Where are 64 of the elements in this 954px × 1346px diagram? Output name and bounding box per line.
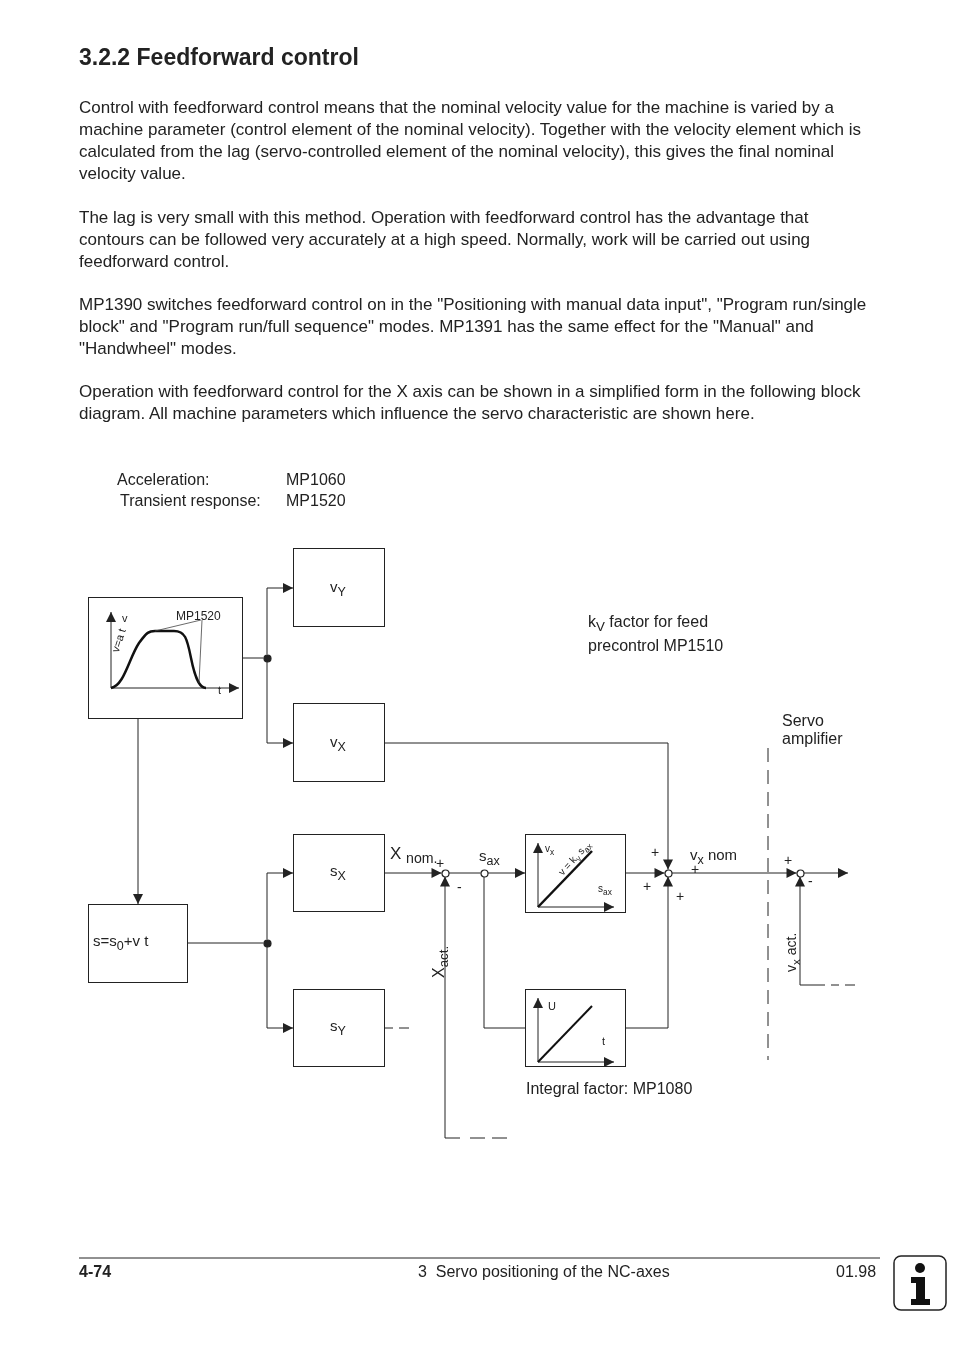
page-number: 4-74 — [79, 1263, 112, 1281]
paragraph: MP1390 switches feedforward control on in the "Positioning with manual data input", "Program run/single block" and "Program run/full sequence" modes. MP1391 has the same effect for the "Manual" and "Handwheel" modes. — [79, 294, 868, 361]
arrow — [671, 868, 797, 878]
paragraph: Operation with feedforward control for the X axis can be shown in a simplified form in the following block diagram. All machine parameters which influence the servo characteristic are shown here. — [79, 381, 862, 426]
sign-label: + — [784, 853, 793, 869]
graph-label: U — [548, 1000, 556, 1013]
parameter-value: MP1520 — [286, 492, 346, 510]
arrow — [487, 868, 526, 878]
sign-label: + — [651, 845, 660, 861]
parameter-note: Integral factor: MP1080 — [526, 1080, 693, 1098]
arrow — [440, 876, 508, 1139]
arrow — [384, 742, 673, 870]
graph-label: s$_{ax}$ — [598, 883, 612, 898]
section-heading: 3.2.2 Feedforward control — [79, 45, 359, 71]
integral-box — [525, 989, 626, 1067]
sign-label: - — [457, 880, 462, 896]
arrow — [133, 718, 143, 905]
connector-line — [483, 876, 526, 1029]
arrow — [625, 868, 665, 878]
graph-label: t — [218, 684, 222, 697]
connector-line — [384, 1027, 411, 1029]
sign-label: - — [808, 874, 813, 890]
sign-label: + — [643, 879, 652, 895]
block-label: v$_{Y}$ — [330, 579, 346, 600]
block-box — [293, 834, 385, 912]
connector-line — [187, 942, 264, 944]
block-label: s$_{X}$ — [330, 863, 346, 884]
signal-label: v$_{x}$ nom — [690, 847, 738, 867]
sign-label: + — [436, 856, 445, 872]
block-box — [293, 548, 385, 627]
arrow — [266, 661, 294, 748]
block-label: s$_{Y}$ — [330, 1018, 346, 1039]
velocity-profile-box — [88, 597, 243, 719]
graph-label: v$_{x}$ — [545, 843, 555, 858]
block-box — [293, 989, 385, 1067]
arrow — [803, 868, 849, 878]
paragraph: The lag is very small with this method. Operation with feedforward control has the advantage that contours can be followed very accurately at a high speed. Normally, work will be carried out using feedforward control. — [79, 207, 812, 274]
block-label: s=s$_{0}$+v t — [93, 933, 149, 954]
arrow — [625, 876, 673, 1029]
block-box — [88, 904, 188, 983]
arrow — [795, 876, 856, 986]
signal-label: X $_{nom.}$ — [390, 845, 438, 867]
arrow — [266, 946, 294, 1033]
graph-label: v — [122, 612, 128, 625]
paragraph: Control with feedforward control means that the nominal velocity value for the machine is varied by a machine parameter (control element of the nominal velocity). Together with the velocity element which is calculated from the lag (servo-controlled element of the nominal velocity), this gives the final nominal velocity value. — [79, 97, 863, 186]
graph-label: t — [602, 1035, 606, 1048]
signal-label: s$_{ax}$ — [479, 848, 500, 869]
parameter-note: k$_{V}$ factor for feed precontrol MP1510 — [588, 612, 725, 656]
parameter-value: MP1060 — [286, 471, 346, 489]
arrow — [266, 868, 294, 940]
arrow — [384, 868, 442, 878]
sign-label: + — [676, 889, 685, 905]
connector-line — [242, 657, 264, 659]
block-label: v$_{X}$ — [330, 734, 346, 755]
chapter-title: 3 Servo positioning of the NC-axes — [418, 1263, 670, 1281]
graph-label: v=a t — [109, 627, 128, 654]
graph-label: MP1520 — [176, 610, 221, 624]
parameter-name: Acceleration: — [117, 471, 210, 489]
parameter-name: Transient response: — [120, 492, 261, 510]
proportional-gain-box — [525, 834, 626, 913]
date-label: 01.98 — [836, 1263, 877, 1281]
amplifier-label: Servo amplifier — [782, 712, 844, 748]
block-box — [293, 703, 385, 782]
arrow — [266, 583, 294, 655]
